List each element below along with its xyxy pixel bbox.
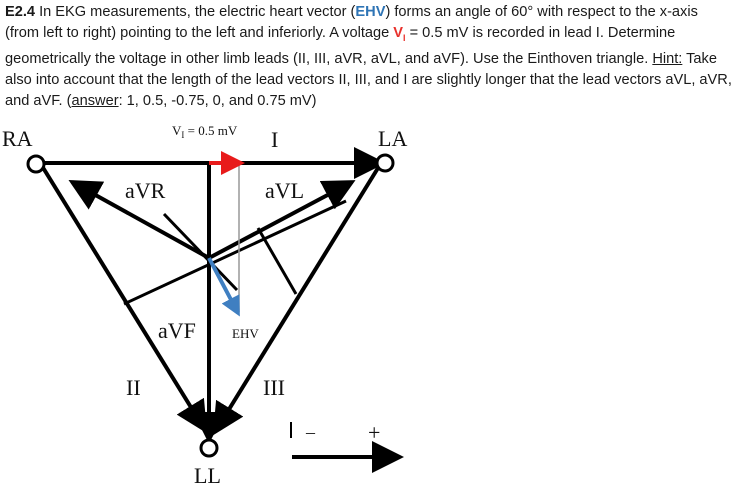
ehv-label: EHV bbox=[232, 326, 259, 341]
ehv-arrow bbox=[207, 257, 240, 317]
projection-line-1 bbox=[123, 199, 347, 306]
vi-value-label: VI = 0.5 mV bbox=[172, 123, 238, 140]
lead-iii-line bbox=[212, 166, 380, 436]
hint-label: Hint: bbox=[652, 50, 683, 67]
problem-text-part-2: ) forms an angle of 60° with respect to … bbox=[5, 4, 698, 41]
ehv-term: EHV bbox=[355, 4, 386, 20]
projection-line-3 bbox=[162, 212, 239, 292]
lead-i-label: I bbox=[271, 127, 278, 152]
vi-subscript: I bbox=[403, 32, 406, 43]
la-electrode bbox=[375, 153, 395, 173]
ra-electrode bbox=[26, 154, 46, 174]
problem-text-part-4: Take also into account that the length o… bbox=[5, 50, 732, 109]
lead-iii-label: III bbox=[263, 375, 285, 400]
projection-line-2 bbox=[256, 227, 298, 295]
ll-label: LL bbox=[194, 463, 221, 488]
problem-text-part-1: In EKG measurements, the electric heart … bbox=[35, 4, 356, 20]
lead-ii-label: II bbox=[126, 375, 141, 400]
vi-term: VI bbox=[393, 25, 406, 43]
problem-text: E2.4 In EKG measurements, the electric h… bbox=[5, 2, 733, 112]
minus-sign: – bbox=[305, 422, 316, 442]
problem-id: E2.4 bbox=[5, 4, 36, 20]
lead-ii-line bbox=[40, 164, 208, 434]
problem-text-part-5: : 1, 0.5, -0.75, 0, and 0.75 mV) bbox=[118, 92, 317, 109]
problem-text-part-3: = 0.5 mV is recorded in lead I. Determin… bbox=[5, 25, 676, 67]
ll-electrode bbox=[199, 438, 219, 458]
la-label: LA bbox=[378, 126, 407, 151]
plus-sign: + bbox=[368, 420, 380, 445]
avl-label: aVL bbox=[265, 178, 304, 203]
avr-line bbox=[68, 180, 210, 260]
avr-label: aVR bbox=[125, 178, 166, 203]
avf-label: aVF bbox=[158, 318, 196, 343]
answer-label: answer bbox=[71, 92, 119, 109]
avl-line bbox=[208, 180, 356, 260]
ra-label: RA bbox=[2, 126, 33, 151]
